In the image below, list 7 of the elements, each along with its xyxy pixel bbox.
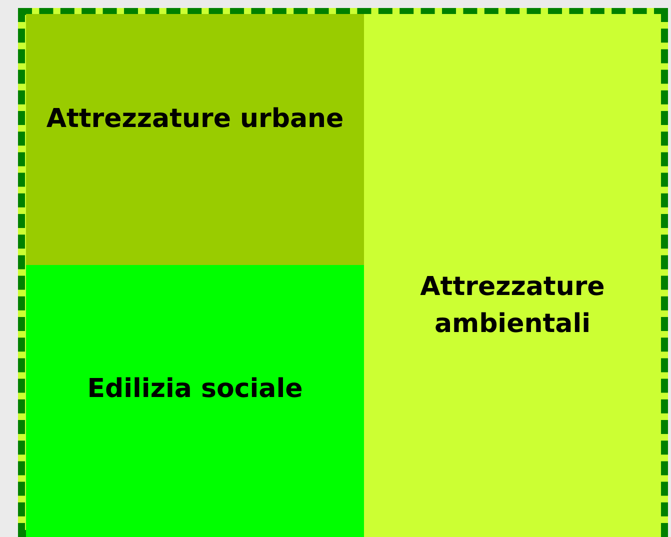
- region-block: [364, 14, 661, 537]
- region-label: Attrezzature ambientali: [419, 270, 606, 340]
- dashed-frame: [18, 8, 668, 537]
- region-label: Edilizia sociale: [87, 372, 303, 406]
- region-block: [26, 14, 364, 265]
- region-label: Attrezzature urbane: [46, 103, 344, 136]
- region-block: [26, 265, 364, 537]
